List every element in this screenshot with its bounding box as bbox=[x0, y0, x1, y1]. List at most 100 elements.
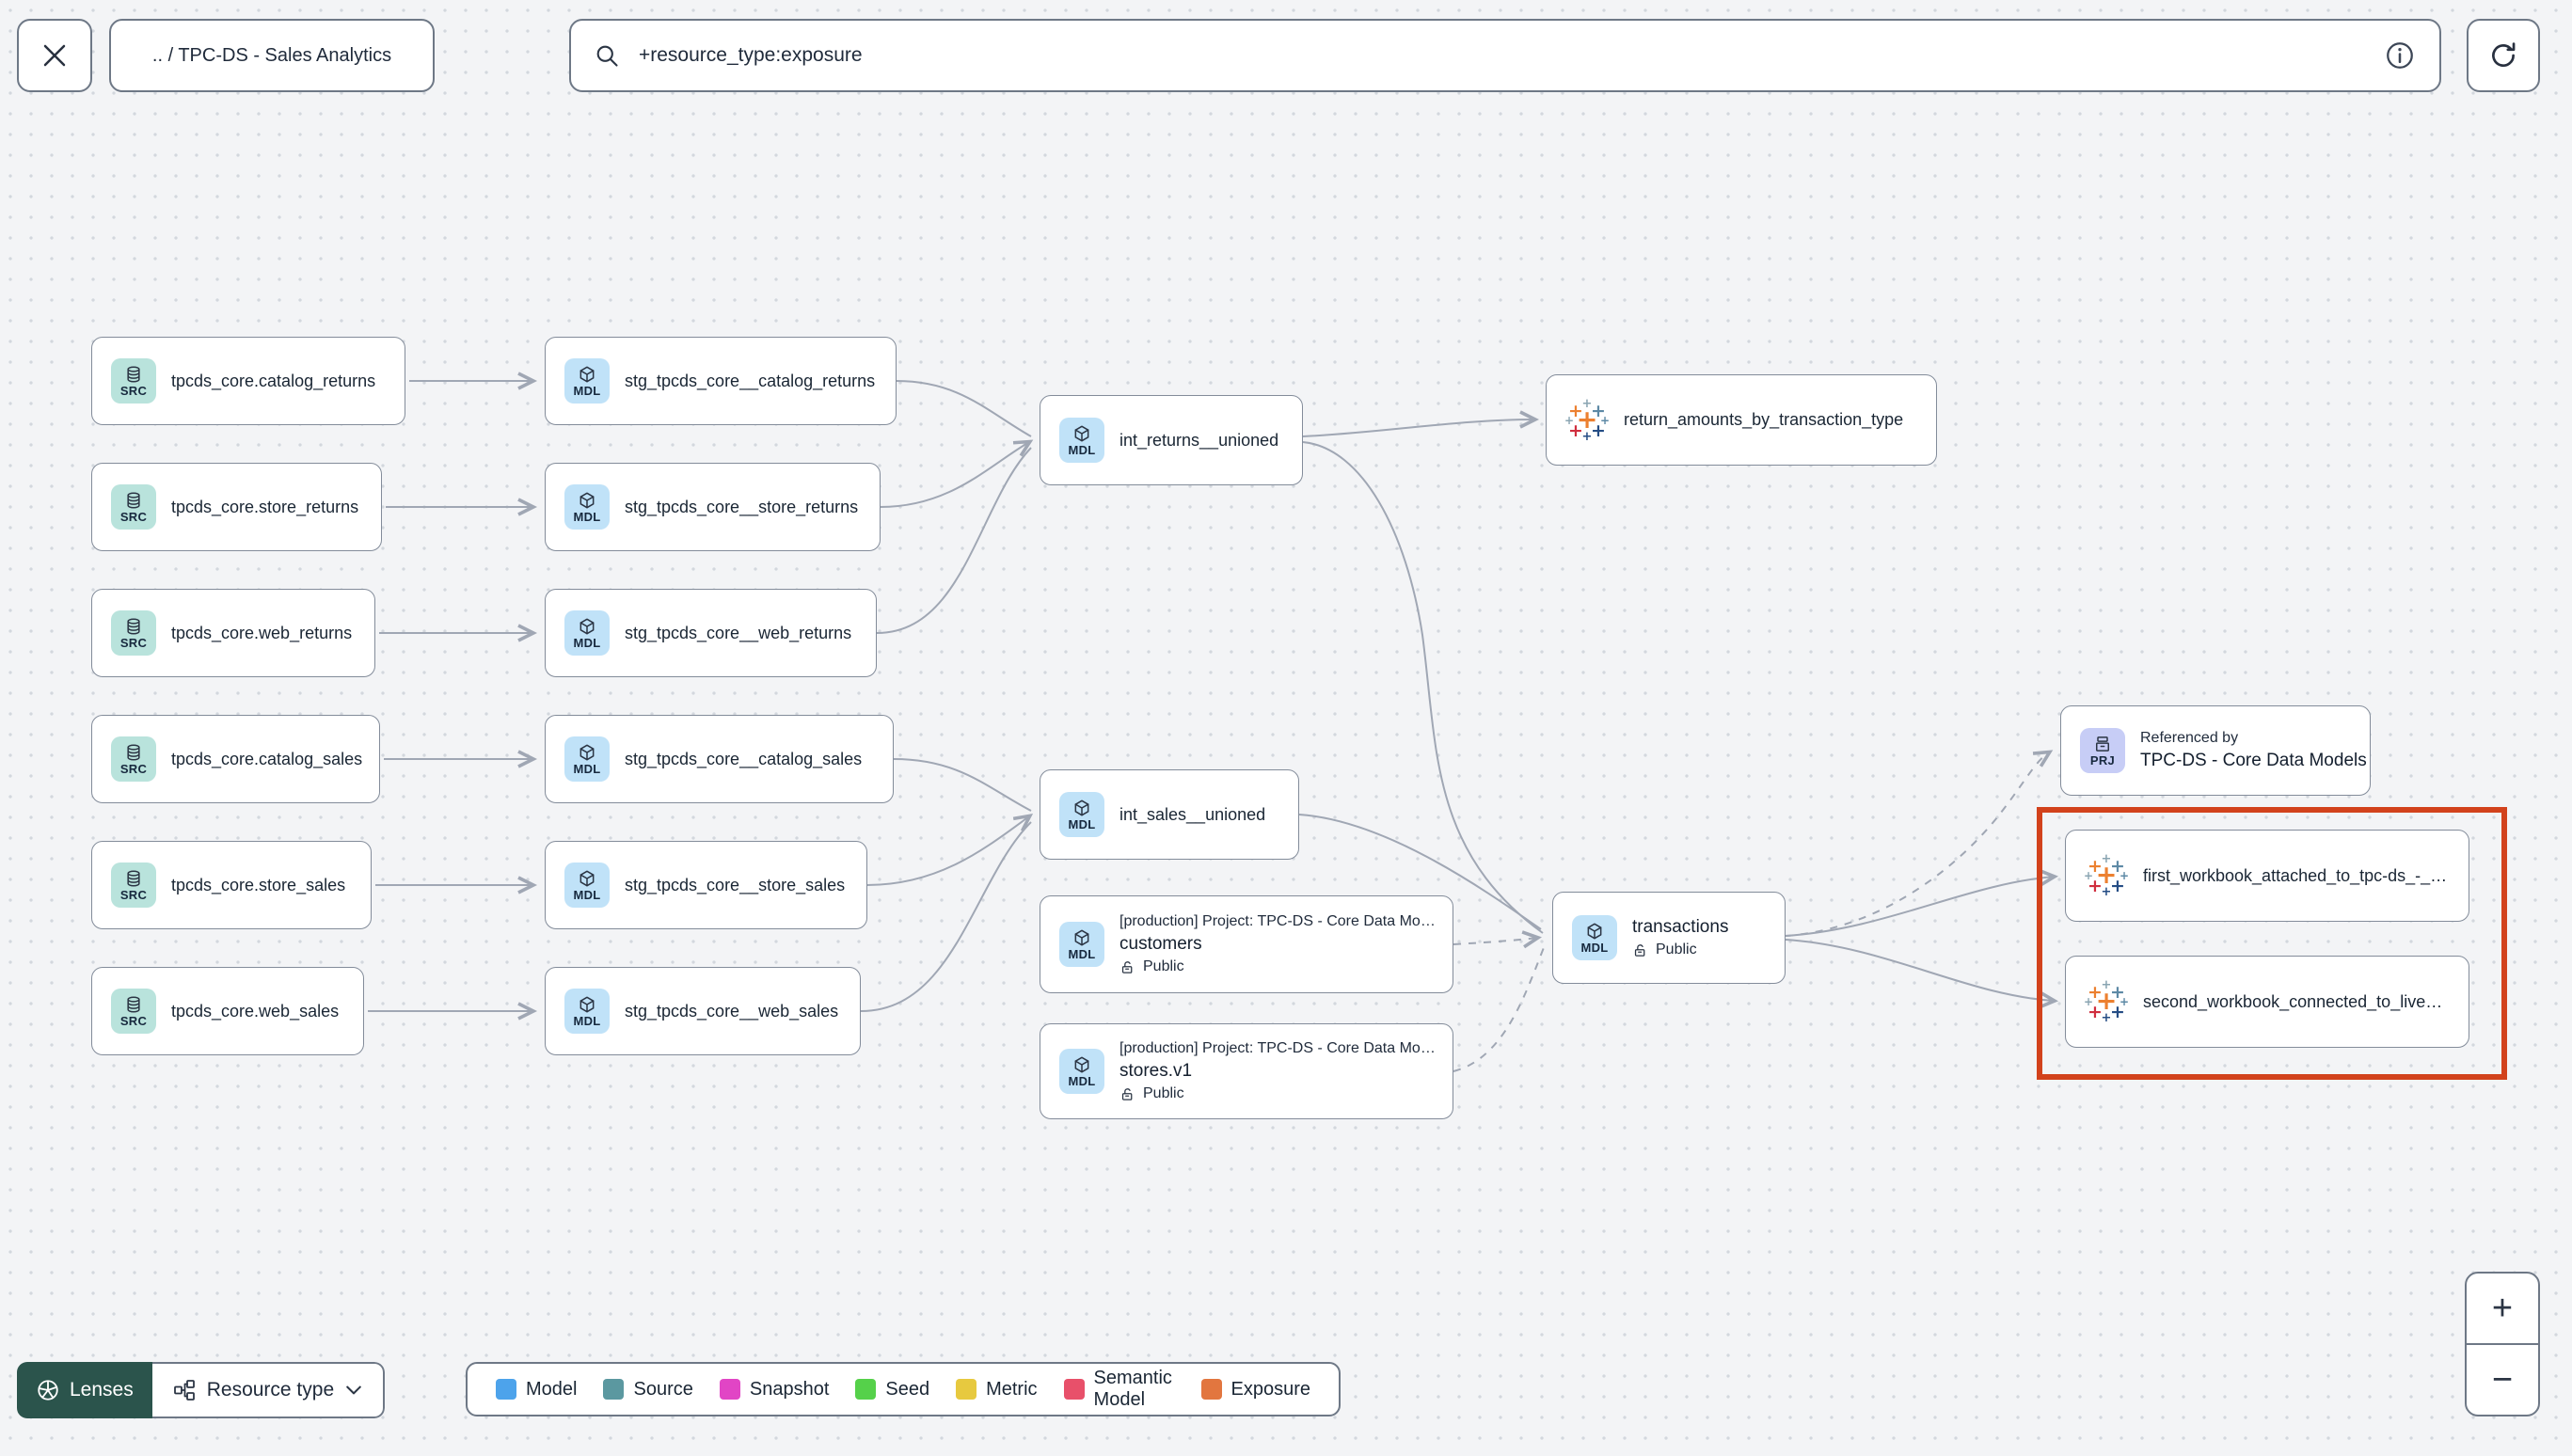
database-icon bbox=[127, 870, 140, 887]
info-icon[interactable] bbox=[2383, 39, 2417, 72]
database-icon bbox=[127, 996, 140, 1013]
node-label: customers bbox=[1119, 934, 1202, 954]
tableau-icon: + + + + + + + + + bbox=[1564, 396, 1611, 444]
project-line: [production] Project: TPC-DS - Core Data… bbox=[1119, 913, 1436, 929]
database-icon bbox=[127, 618, 140, 635]
model-badge: MDL bbox=[564, 863, 610, 908]
node-label: tpcds_core.catalog_sales bbox=[171, 749, 363, 768]
node-model-stores-v1[interactable]: MDL [production] Project: TPC-DS - Core … bbox=[1040, 1023, 1453, 1119]
legend-swatch bbox=[719, 1379, 740, 1400]
cube-icon bbox=[579, 744, 595, 761]
node-source-catalog-sales[interactable]: SRC tpcds_core.catalog_sales bbox=[91, 715, 380, 803]
breadcrumb[interactable]: .. / TPC-DS - Sales Analytics bbox=[109, 19, 435, 92]
node-label: stg_tpcds_core__store_returns bbox=[625, 497, 859, 516]
node-label: tpcds_core.catalog_returns bbox=[171, 371, 376, 390]
legend-swatch bbox=[1200, 1379, 1222, 1400]
legend-swatch bbox=[603, 1379, 625, 1400]
resource-type-icon bbox=[173, 1380, 195, 1401]
access-row: Public bbox=[1119, 958, 1436, 975]
node-model-stg-catalog-sales[interactable]: MDL stg_tpcds_core__catalog_sales bbox=[545, 715, 894, 803]
node-label: stg_tpcds_core__web_sales bbox=[625, 1001, 839, 1021]
zoom-divider bbox=[2467, 1343, 2538, 1345]
node-model-int-sales-unioned[interactable]: MDL int_sales__unioned bbox=[1040, 769, 1299, 860]
resource-type-legend: Model Source Snapshot Seed Metric Semant… bbox=[466, 1362, 1341, 1416]
lenses-icon bbox=[38, 1380, 58, 1401]
node-model-stg-web-returns[interactable]: MDL stg_tpcds_core__web_returns bbox=[545, 589, 877, 677]
zoom-in-button[interactable]: + bbox=[2491, 1288, 2514, 1328]
zoom-out-button[interactable]: − bbox=[2491, 1359, 2514, 1400]
source-badge: SRC bbox=[111, 736, 156, 782]
legend-swatch bbox=[855, 1379, 877, 1400]
source-badge: SRC bbox=[111, 989, 156, 1034]
breadcrumb-label: .. / TPC-DS - Sales Analytics bbox=[151, 44, 392, 66]
node-label: TPC-DS - Core Data Models bbox=[2140, 751, 2367, 770]
node-source-store-returns[interactable]: SRC tpcds_core.store_returns bbox=[91, 463, 382, 551]
source-badge: SRC bbox=[111, 358, 156, 404]
search-icon bbox=[596, 45, 618, 67]
model-badge: MDL bbox=[1059, 418, 1104, 463]
node-label: tpcds_core.web_sales bbox=[171, 1001, 340, 1021]
model-badge: MDL bbox=[1059, 1049, 1104, 1094]
node-model-stg-catalog-returns[interactable]: MDL stg_tpcds_core__catalog_returns bbox=[545, 337, 897, 425]
model-badge: MDL bbox=[564, 610, 610, 656]
node-exposure-second-workbook[interactable]: + + + + + + + + + second_workbook_connec… bbox=[2065, 956, 2469, 1048]
legend-swatch bbox=[496, 1379, 516, 1400]
zoom-controls: + − bbox=[2465, 1272, 2540, 1416]
database-icon bbox=[127, 366, 140, 383]
lenses-button[interactable]: Lenses bbox=[17, 1362, 152, 1418]
node-referenced-by-project[interactable]: PRJ Referenced by TPC-DS - Core Data Mod… bbox=[2060, 705, 2371, 796]
node-label: tpcds_core.store_sales bbox=[171, 875, 346, 894]
project-line: [production] Project: TPC-DS - Core Data… bbox=[1119, 1040, 1436, 1056]
cube-icon bbox=[579, 366, 595, 383]
unlock-icon bbox=[1121, 1087, 1133, 1100]
model-badge: MDL bbox=[564, 358, 610, 404]
node-label: tpcds_core.store_returns bbox=[171, 497, 359, 516]
legend-swatch bbox=[956, 1379, 977, 1400]
close-icon bbox=[43, 44, 66, 67]
cube-icon bbox=[1074, 929, 1089, 946]
node-exposure-first-workbook[interactable]: + + + + + + + + + first_workbook_attache… bbox=[2065, 830, 2469, 922]
resource-type-dropdown[interactable]: Resource type bbox=[151, 1362, 386, 1418]
node-model-int-returns-unioned[interactable]: MDL int_returns__unioned bbox=[1040, 395, 1303, 485]
node-label: stg_tpcds_core__web_returns bbox=[625, 623, 852, 642]
source-badge: SRC bbox=[111, 863, 156, 908]
cube-icon bbox=[1074, 1056, 1089, 1073]
legend-item-model: Model bbox=[496, 1379, 577, 1401]
referenced-by-title: Referenced by bbox=[2140, 730, 2239, 746]
database-icon bbox=[127, 744, 140, 761]
node-model-transactions[interactable]: MDL transactions Public bbox=[1552, 892, 1786, 984]
node-source-web-sales[interactable]: SRC tpcds_core.web_sales bbox=[91, 967, 364, 1055]
node-exposure-return-amounts[interactable]: + + + + + + + + + return_amounts_by_tran… bbox=[1546, 374, 1937, 466]
project-icon bbox=[2096, 736, 2109, 752]
project-badge: PRJ bbox=[2080, 728, 2125, 773]
legend-item-semantic-model: Semantic Model bbox=[1063, 1368, 1175, 1411]
model-badge: MDL bbox=[1059, 922, 1104, 967]
unlock-icon bbox=[1634, 943, 1645, 957]
search-bar bbox=[569, 19, 2441, 92]
node-source-catalog-returns[interactable]: SRC tpcds_core.catalog_returns bbox=[91, 337, 405, 425]
node-model-stg-web-sales[interactable]: MDL stg_tpcds_core__web_sales bbox=[545, 967, 861, 1055]
search-input[interactable] bbox=[637, 43, 2366, 68]
model-badge: MDL bbox=[1059, 792, 1104, 837]
model-badge: MDL bbox=[564, 484, 610, 530]
node-source-web-returns[interactable]: SRC tpcds_core.web_returns bbox=[91, 589, 375, 677]
close-button[interactable] bbox=[17, 19, 92, 92]
refresh-button[interactable] bbox=[2467, 19, 2540, 92]
cube-icon bbox=[1587, 923, 1602, 940]
tableau-icon: + + + + + + + + + bbox=[2083, 852, 2130, 899]
chevron-down-icon bbox=[346, 1385, 361, 1395]
access-row: Public bbox=[1632, 942, 1728, 958]
source-badge: SRC bbox=[111, 484, 156, 530]
node-label: second_workbook_connected_to_live… bbox=[2143, 991, 2443, 1011]
node-model-customers[interactable]: MDL [production] Project: TPC-DS - Core … bbox=[1040, 895, 1453, 993]
node-label: return_amounts_by_transaction_type bbox=[1624, 410, 1904, 429]
node-model-stg-store-returns[interactable]: MDL stg_tpcds_core__store_returns bbox=[545, 463, 881, 551]
legend-item-metric: Metric bbox=[956, 1379, 1038, 1401]
legend-item-snapshot: Snapshot bbox=[719, 1379, 829, 1401]
cube-icon bbox=[1074, 799, 1089, 816]
unlock-icon bbox=[1121, 960, 1133, 973]
node-source-store-sales[interactable]: SRC tpcds_core.store_sales bbox=[91, 841, 372, 929]
node-model-stg-store-sales[interactable]: MDL stg_tpcds_core__store_sales bbox=[545, 841, 867, 929]
